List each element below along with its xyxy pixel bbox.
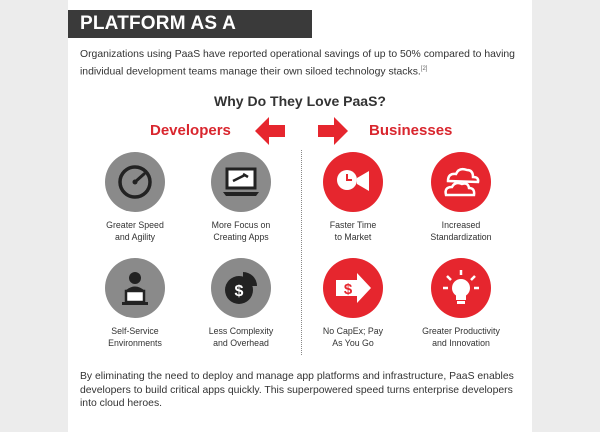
column-divider: [301, 150, 302, 355]
left-arrow-icon: [255, 117, 285, 145]
speedometer-icon: [105, 152, 165, 212]
person-computer-icon: [105, 258, 165, 318]
banner-title: PLATFORM AS A SERVICE: [68, 10, 312, 62]
svg-text:$: $: [344, 281, 353, 298]
intro-footnote: [2]: [420, 66, 428, 72]
lightbulb-icon: [431, 258, 491, 318]
closing-text: By eliminating the need to deploy and ma…: [80, 371, 514, 409]
clock-megaphone-icon: [323, 152, 383, 212]
cloud-icon: [431, 152, 491, 212]
developers-title: Developers: [150, 122, 231, 139]
right-arrow-icon: [318, 117, 348, 145]
infographic-card: PLATFORM AS A SERVICE Organizations usin…: [68, 0, 532, 432]
pie-chart-dollar-icon: $: [211, 258, 271, 318]
section-subtitle: Why Do They Love PaaS?: [214, 93, 386, 109]
businesses-title: Businesses: [369, 122, 453, 139]
intro-text: Organizations using PaaS have reported o…: [80, 48, 526, 79]
dollar-arrow-icon: $: [323, 258, 383, 318]
intro-body: Organizations using PaaS have reported o…: [80, 49, 515, 78]
svg-text:$: $: [235, 283, 244, 300]
laptop-tools-icon: [211, 152, 271, 212]
